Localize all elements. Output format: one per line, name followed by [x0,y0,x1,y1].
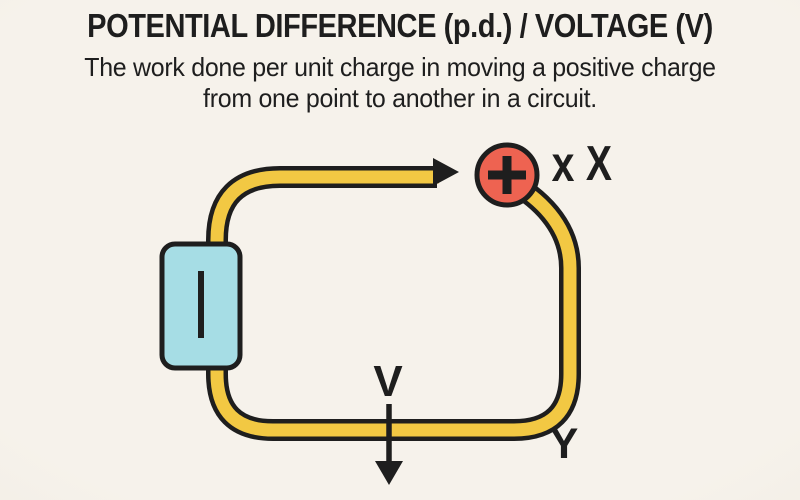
cell-battery [159,241,243,371]
wire-top-segment [206,166,439,258]
wire-top-core [210,170,439,258]
right-arrow-icon [433,158,459,186]
wire-top-outline [206,166,437,258]
label-point-y: Y [550,420,579,468]
definition-line-1: The work done per unit charge in moving … [84,52,716,82]
wire-return-core [210,173,577,437]
label-point-x: X [586,137,613,191]
definition-text: The work done per unit charge in moving … [16,52,784,114]
definition-line-2: from one point to another in a circuit. [203,83,597,113]
wire-return-segment [206,169,581,441]
label-voltage: V [373,357,403,406]
plus-icon [488,156,526,194]
down-arrow-icon [375,404,403,485]
page-title: POTENTIAL DIFFERENCE (p.d.) / VOLTAGE (V… [87,7,713,44]
label-x-marker: x [552,136,575,192]
positive-charge [474,142,540,208]
